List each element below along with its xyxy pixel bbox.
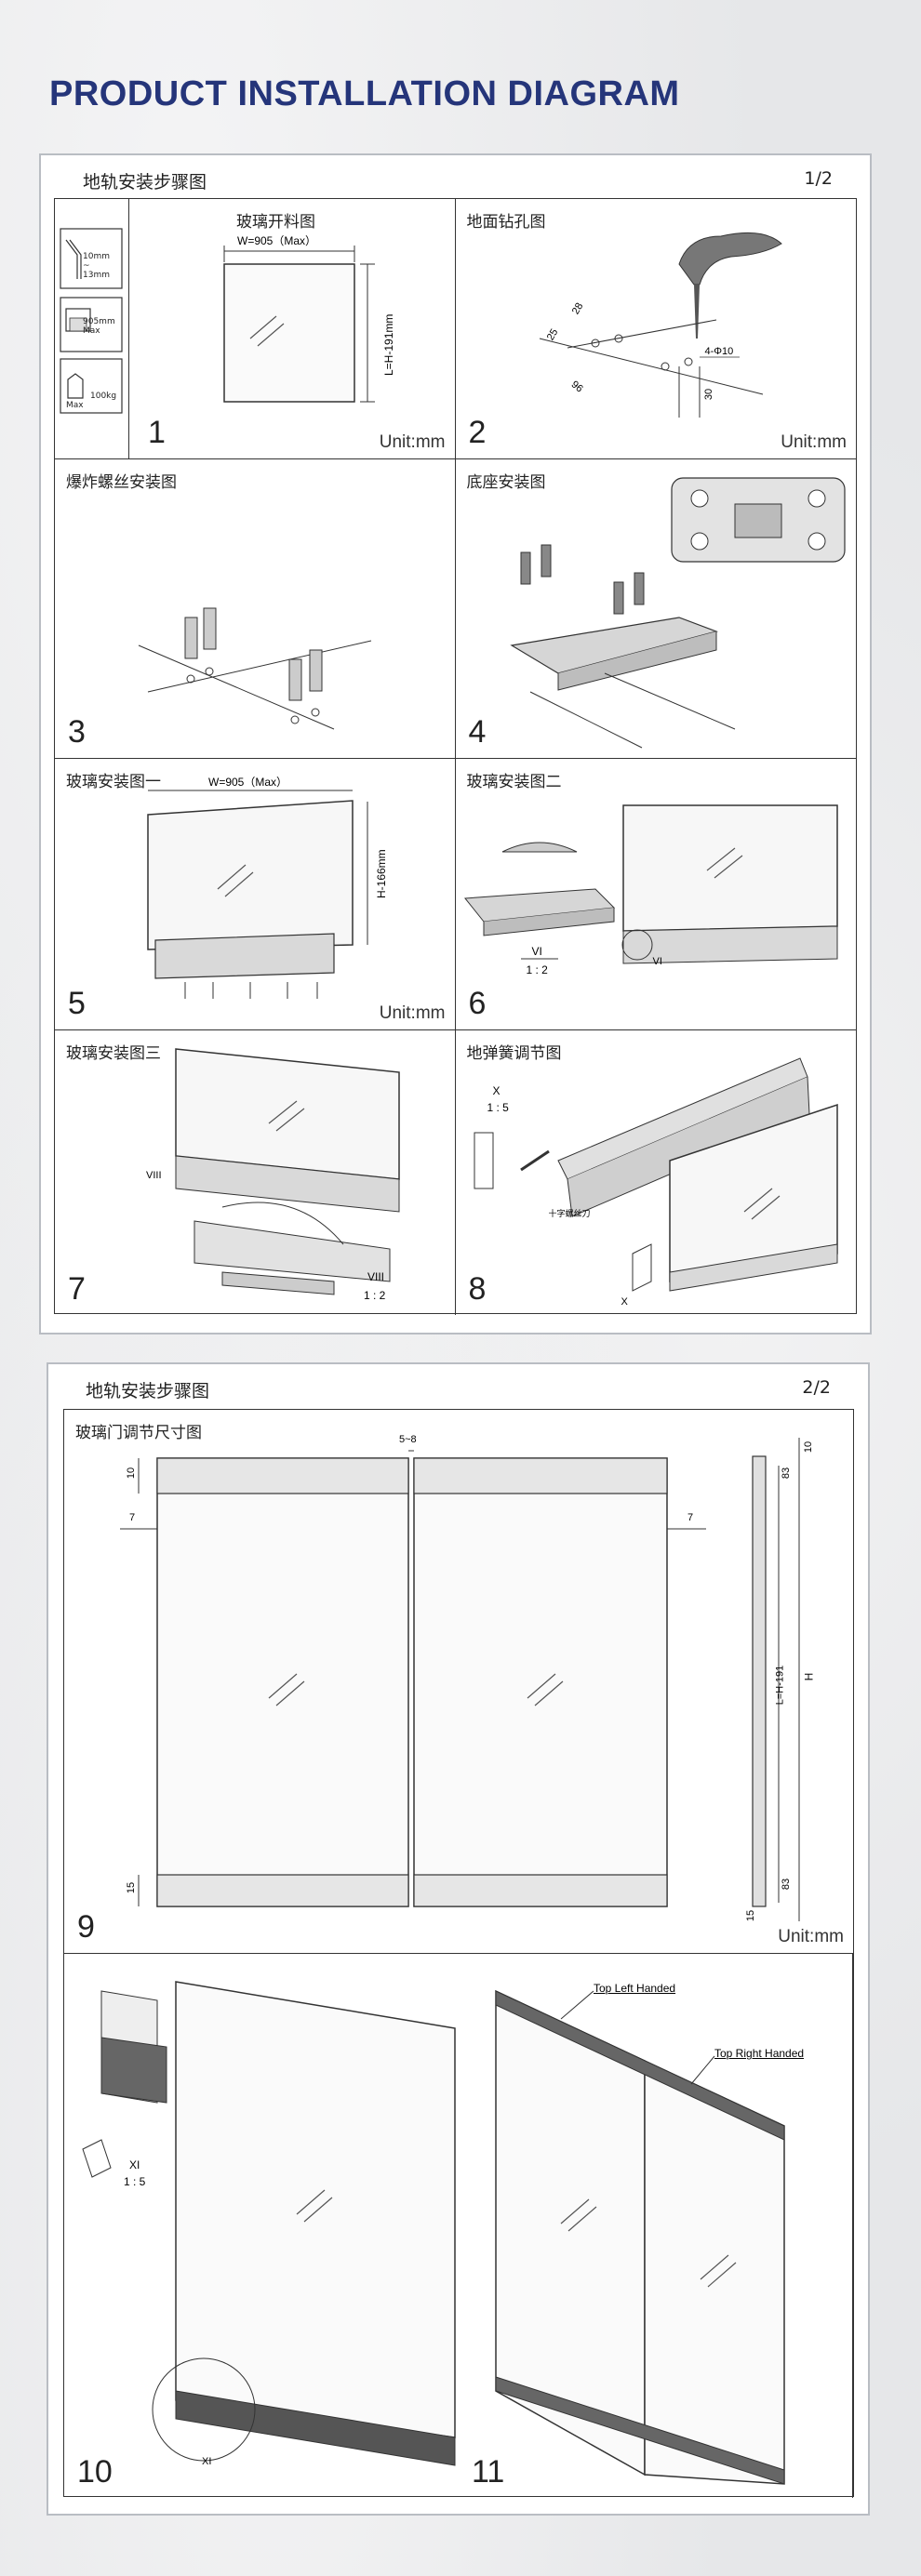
unit-label: Unit:mm: [781, 432, 847, 452]
width-dimension: W=905（Max）: [208, 776, 288, 789]
dim-profile-top: 10: [803, 1441, 815, 1454]
detail-scale: 1 : 5: [124, 2175, 146, 2188]
step-8-floor-spring-adjustment: 地弹簧调节图 X 1 : 5 十字螺丝刀 X 8: [456, 1030, 857, 1315]
step-2-caption: 地面钻孔图: [466, 213, 546, 232]
unit-label: Unit:mm: [379, 432, 446, 452]
glass-cutting-diagram: [60, 228, 375, 414]
spec-column: [55, 199, 129, 458]
installation-sheet-2: 地轨安装步骤图 2/2: [47, 1362, 870, 2516]
step-2-floor-drilling: 地面钻孔图 28 25 96 4-Φ10 30 2 Unit:mm: [455, 199, 856, 459]
glass-install-1-diagram: [147, 790, 368, 999]
step-6-glass-install-2: 玻璃安装图二 VI 1 : 2 VI 6: [455, 759, 856, 1030]
detail-scale: 1 : 2: [526, 963, 548, 976]
dim-30: 30: [702, 388, 714, 401]
glass-install-3-diagram: [175, 1048, 400, 1295]
floor-drilling-diagram: [539, 232, 782, 418]
glass-install-2-diagram: [463, 804, 838, 964]
step-1-caption: 玻璃开料图: [236, 213, 315, 232]
screwdriver-label: 十字螺丝刀: [548, 1209, 591, 1218]
detail-label: VIII: [367, 1270, 385, 1283]
step-number: 3: [68, 714, 86, 750]
step-5-glass-install-1: 玻璃安装图一 W=905（Max） H-166mm 5 Unit:mm: [55, 759, 456, 1030]
dim-left-offset: 7: [129, 1512, 136, 1523]
step-3-expansion-screws: 爆炸螺丝安装图 3: [55, 459, 456, 759]
dim-profile-83-top: 83: [781, 1467, 793, 1480]
width-dimension: W=905（Max）: [237, 234, 317, 247]
detail-label: XI: [129, 2158, 140, 2171]
step-number: 9: [77, 1909, 95, 1945]
callout-label: X: [621, 1296, 628, 1308]
base-installation-diagram: [509, 477, 846, 749]
step-4-caption: 底座安装图: [466, 473, 546, 492]
step-11-handed-orientation: Top Left Handed Top Right Handed 11: [459, 1954, 853, 2498]
dim-height: H: [802, 1672, 816, 1681]
step-number: 2: [468, 415, 487, 450]
detail-scale: 1 : 2: [364, 1289, 386, 1302]
floor-spring-diagram: [474, 1057, 838, 1292]
detail-label: VI: [531, 945, 542, 958]
door-dimensions-diagram: [120, 1438, 800, 1921]
unit-label: Unit:mm: [379, 1003, 446, 1023]
step-5-caption: 玻璃安装图一: [66, 773, 161, 791]
step-number: 11: [472, 2454, 505, 2490]
step-number: 4: [468, 714, 487, 750]
top-left-handed-label: Top Left Handed: [594, 1982, 676, 1995]
dim-top: 10: [126, 1467, 138, 1480]
step-number: 1: [148, 415, 166, 450]
dim-length: L=H-191: [774, 1665, 786, 1706]
page-title: PRODUCT INSTALLATION DIAGRAM: [49, 74, 680, 113]
dim-profile-bottom: 15: [745, 1909, 757, 1922]
dim-gap: 5~8: [399, 1434, 417, 1445]
sheet-header: 地轨安装步骤图 2/2: [48, 1364, 868, 1409]
dim-profile-83-bottom: 83: [781, 1878, 793, 1891]
sheet-page-number: 1/2: [804, 168, 833, 189]
step-number: 8: [468, 1271, 487, 1307]
detail-label: X: [492, 1084, 501, 1097]
step-number: 10: [77, 2454, 113, 2490]
sheet-page-number: 2/2: [802, 1377, 831, 1398]
step-6-caption: 玻璃安装图二: [466, 773, 562, 791]
unit-label: Unit:mm: [778, 1927, 844, 1946]
step-10-rail-clip-detail: XI 1 : 5 XI 10: [64, 1954, 459, 2498]
detail-scale: 1 : 5: [487, 1101, 509, 1114]
step-8-caption: 地弹簧调节图: [466, 1044, 562, 1063]
sheet-header: 地轨安装步骤图 1/2: [41, 155, 870, 200]
height-dimension: L=H-191mm: [382, 313, 395, 376]
handed-orientation-diagram: [495, 1989, 785, 2485]
step-number: 5: [68, 986, 86, 1021]
rail-clip-diagram: [82, 1981, 456, 2466]
step-9-caption: 玻璃门调节尺寸图: [75, 1424, 202, 1442]
step-3-caption: 爆炸螺丝安装图: [66, 473, 177, 492]
step-7-caption: 玻璃安装图三: [66, 1044, 161, 1063]
callout-label: VIII: [146, 1170, 162, 1181]
callout-label: VI: [652, 956, 662, 967]
step-9-adjustment-dimensions: 玻璃门调节尺寸图 5~8 10 7 7 15 10 83 L=H-191 H 8…: [64, 1410, 853, 1954]
sheet-title: 地轨安装步骤图: [83, 172, 207, 193]
dim-bottom: 15: [126, 1881, 138, 1894]
height-dimension: H-166mm: [375, 849, 388, 898]
step-4-base-installation: 底座安装图 4: [455, 459, 856, 759]
dim-right-offset: 7: [687, 1512, 694, 1523]
sheet-title: 地轨安装步骤图: [86, 1381, 210, 1401]
dim-hole: 4-Φ10: [704, 346, 734, 357]
step-number: 6: [468, 986, 487, 1021]
installation-sheet-1: 地轨安装步骤图 1/2: [39, 153, 872, 1334]
top-right-handed-label: Top Right Handed: [714, 2047, 805, 2060]
expansion-screw-diagram: [138, 607, 372, 730]
steps-grid: 玻璃门调节尺寸图 5~8 10 7 7 15 10 83 L=H-191 H 8…: [63, 1409, 854, 2498]
spec-thickness: 10mm~13mm: [83, 252, 110, 280]
step-7-glass-install-3: 玻璃安装图三 VIII VIII 1 : 2 7: [55, 1030, 456, 1315]
spec-max-label: Max: [66, 401, 84, 410]
step-number: 7: [68, 1271, 86, 1307]
spec-weight: 100kg: [90, 392, 117, 401]
callout-label: XI: [202, 2456, 212, 2467]
